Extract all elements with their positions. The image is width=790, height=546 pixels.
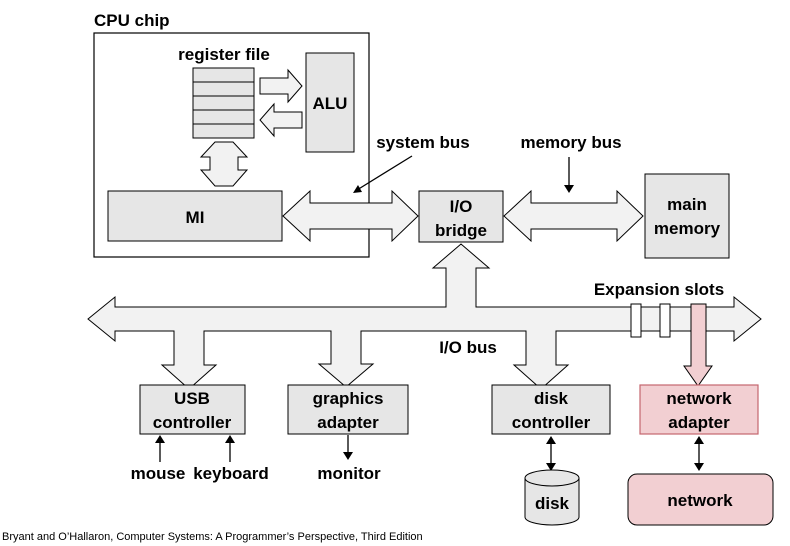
mi-label: MI bbox=[186, 208, 205, 227]
monitor-arrow-head bbox=[343, 452, 353, 460]
io-bridge-line2: bridge bbox=[435, 221, 487, 240]
keyboard-arrow-head bbox=[225, 435, 235, 443]
network-adapter-line2: adapter bbox=[668, 413, 730, 432]
expansion-slots-label: Expansion slots bbox=[594, 280, 724, 299]
network-adapter-line1: network bbox=[666, 389, 732, 408]
register-mi-arrow bbox=[199, 141, 249, 187]
source-caption: Bryant and O’Hallaron, Computer Systems:… bbox=[2, 531, 423, 543]
keyboard-label: keyboard bbox=[193, 464, 269, 483]
network-label: network bbox=[667, 491, 733, 510]
io-bus-label: I/O bus bbox=[439, 338, 497, 357]
memory-bus-label: memory bus bbox=[520, 133, 621, 152]
io-bus-arrow bbox=[87, 243, 762, 390]
usb-controller-line2: controller bbox=[153, 413, 232, 432]
network-arrow-head-down bbox=[694, 463, 704, 471]
usb-controller-box bbox=[139, 384, 246, 435]
expansion-slot-1 bbox=[630, 303, 642, 338]
system-bus-label: system bus bbox=[376, 133, 470, 152]
network-adapter-arrow bbox=[683, 303, 713, 387]
disk-label: disk bbox=[535, 494, 570, 513]
alu-to-register-arrow bbox=[259, 102, 303, 138]
cpu-chip-label: CPU chip bbox=[94, 11, 170, 30]
graphics-adapter-line1: graphics bbox=[313, 389, 384, 408]
mouse-label: mouse bbox=[131, 464, 186, 483]
network-box bbox=[627, 473, 774, 526]
memory-bus-pointer-head bbox=[564, 185, 574, 193]
disk-controller-line1: disk bbox=[534, 389, 569, 408]
io-bridge-line1: I/O bbox=[450, 197, 473, 216]
graphics-adapter-line2: adapter bbox=[317, 413, 379, 432]
memory-bus-arrow bbox=[503, 189, 644, 243]
usb-controller-line1: USB bbox=[174, 389, 210, 408]
disk-controller-box bbox=[491, 384, 611, 435]
alu-label: ALU bbox=[313, 94, 348, 113]
network-arrow-head-up bbox=[694, 436, 704, 444]
graphics-adapter-box bbox=[287, 384, 409, 435]
expansion-slot-2 bbox=[659, 303, 671, 338]
register-file-label: register file bbox=[178, 45, 270, 64]
main-memory-line1: main bbox=[667, 195, 707, 214]
system-bus-arrow bbox=[282, 189, 419, 243]
main-memory-line2: memory bbox=[654, 219, 721, 238]
alu-box bbox=[305, 52, 355, 153]
disk-arrow-head-up bbox=[546, 436, 556, 444]
io-bridge-box bbox=[418, 190, 504, 243]
system-bus-pointer bbox=[356, 155, 413, 191]
register-to-alu-arrow bbox=[259, 68, 303, 104]
network-adapter-box bbox=[639, 384, 759, 435]
monitor-label: monitor bbox=[317, 464, 381, 483]
register-file bbox=[192, 67, 255, 139]
disk-cylinder bbox=[524, 469, 580, 526]
disk-controller-line2: controller bbox=[512, 413, 591, 432]
system-bus-pointer-head bbox=[353, 185, 362, 193]
mi-box bbox=[107, 190, 283, 242]
disk-arrow-head-down bbox=[546, 463, 556, 471]
main-memory-box bbox=[644, 173, 730, 259]
mouse-arrow-head bbox=[155, 435, 165, 443]
